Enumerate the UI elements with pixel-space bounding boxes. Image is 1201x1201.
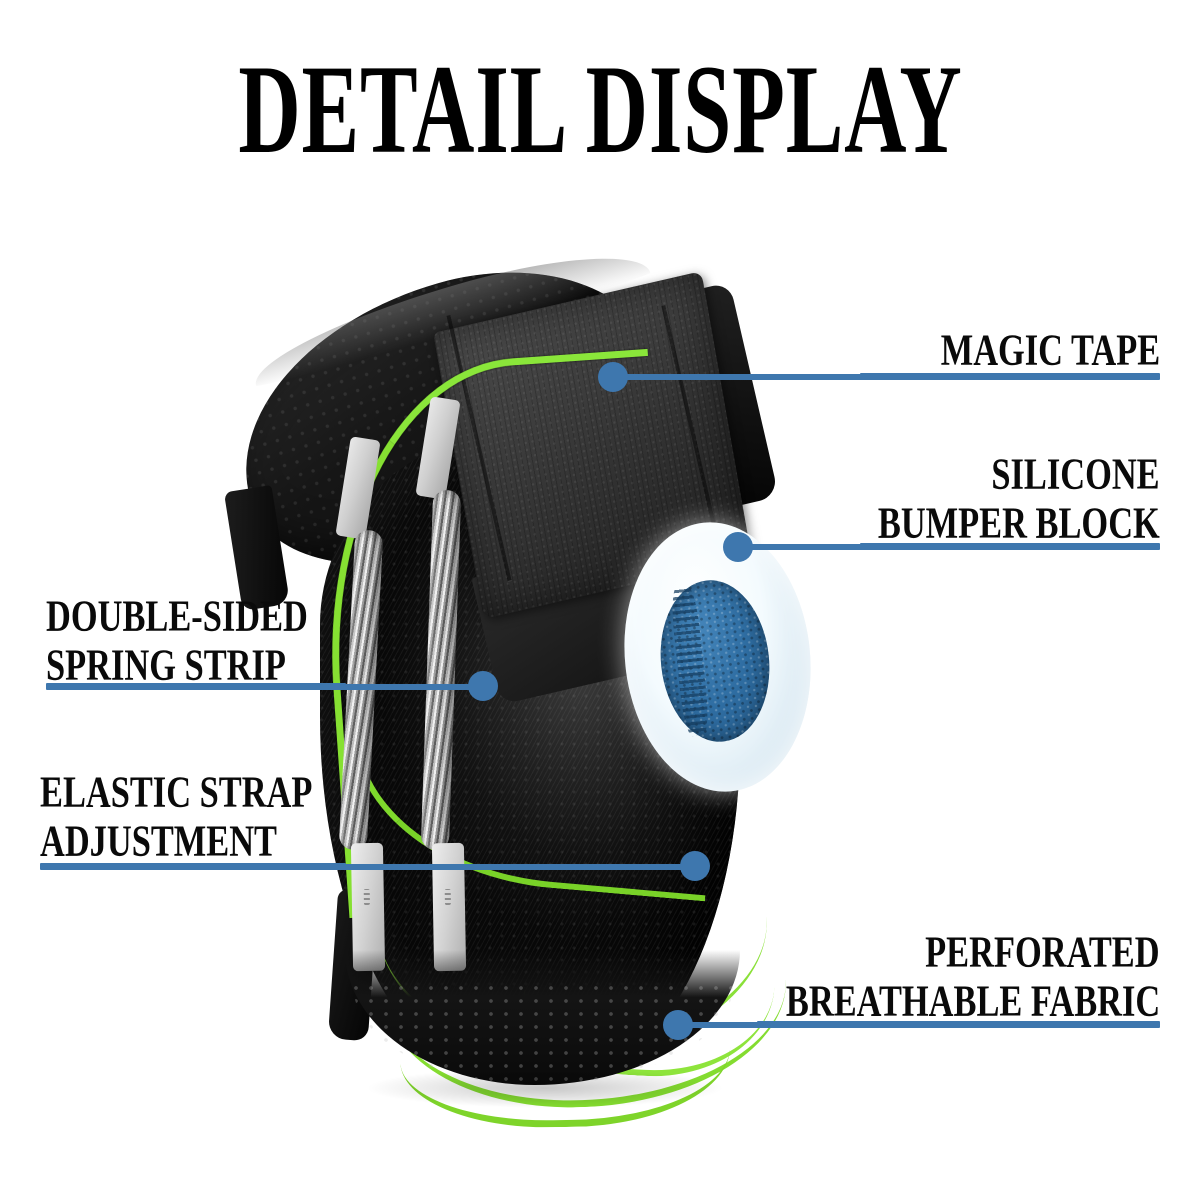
callout-spring-strip-underline (46, 683, 346, 690)
callout-breathable-line-1: PERFORATED (925, 926, 1160, 977)
callout-magic-tape-line-1: MAGIC TAPE (940, 324, 1160, 375)
callout-elastic-strap-dot[interactable] (680, 851, 710, 881)
callout-breathable-line-2: BREATHABLE FABRIC (785, 975, 1160, 1026)
page-title: DETAIL DISPLAY (238, 39, 963, 181)
product-image-knee-brace (207, 230, 824, 1130)
callout-breathable-leader (678, 1022, 760, 1028)
callout-magic-tape-dot[interactable] (598, 362, 628, 392)
product-drop-shadow (365, 1068, 725, 1108)
callout-silicone-leader (738, 544, 863, 550)
callout-silicone-dot[interactable] (723, 532, 753, 562)
callout-spring-strip-line-2: SPRING STRIP (46, 639, 286, 690)
callout-spring-strip-dot[interactable] (468, 671, 498, 701)
callout-silicone-underline (860, 543, 1160, 550)
callout-silicone-line-2: BUMPER BLOCK (878, 497, 1160, 548)
callout-spring-strip-line-1: DOUBLE-SIDED (46, 590, 308, 641)
silicone-bumper-pad (652, 574, 778, 748)
callout-magic-tape-underline (860, 373, 1160, 380)
callout-breathable-underline (757, 1021, 1160, 1028)
callout-elastic-strap-underline (40, 863, 346, 870)
callout-elastic-strap-line-1: ELASTIC STRAP (40, 766, 313, 817)
callout-breathable-dot[interactable] (663, 1010, 693, 1040)
callout-elastic-strap-leader (344, 864, 704, 870)
callout-elastic-strap-line-2: ADJUSTMENT (40, 815, 278, 866)
callout-spring-strip-leader (344, 684, 492, 690)
callout-magic-tape-leader (613, 374, 863, 380)
callout-silicone-line-1: SILICONE (991, 448, 1160, 499)
